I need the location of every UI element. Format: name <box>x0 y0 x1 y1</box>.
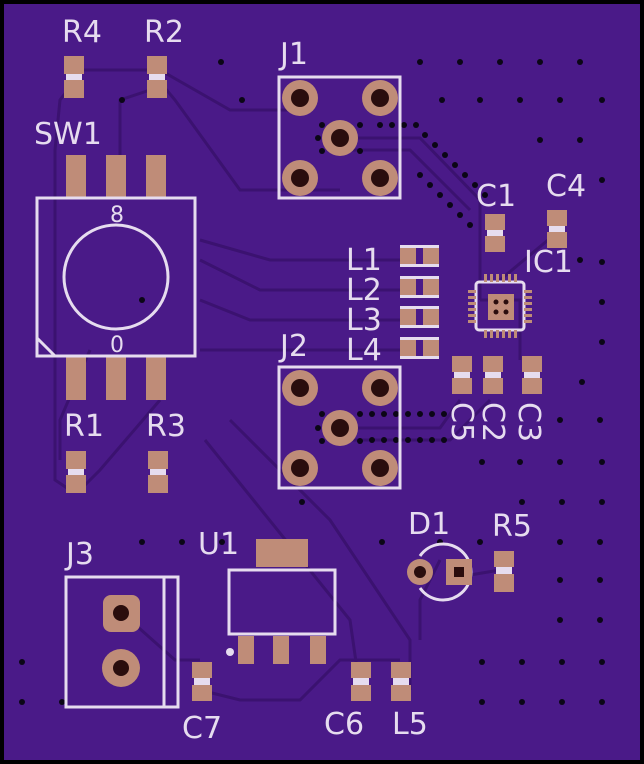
j3-connector[interactable]: J3 <box>64 537 180 709</box>
r5-label: R5 <box>492 509 532 544</box>
r4-label: R4 <box>62 15 102 50</box>
l2-label: L2 <box>346 273 382 308</box>
c7-label: C7 <box>182 711 222 746</box>
l5-label: L5 <box>392 707 428 742</box>
j1-connector[interactable]: J1 <box>277 37 402 200</box>
r2-resistor[interactable]: R2 <box>144 15 184 98</box>
ic1-chip[interactable]: IC1 <box>468 245 573 338</box>
l1-inductor[interactable]: L1 <box>346 243 439 278</box>
c5-label: C5 <box>444 402 479 442</box>
c6-capacitor[interactable]: C6 <box>324 662 371 742</box>
j3-label: J3 <box>64 537 94 572</box>
l3-inductor[interactable]: L3 <box>346 303 439 338</box>
c3-capacitor[interactable]: C3 <box>511 356 546 442</box>
c1-label: C1 <box>476 179 516 214</box>
sw1-position-8: 8 <box>110 203 124 228</box>
r1-label: R1 <box>64 409 104 444</box>
c6-label: C6 <box>324 707 364 742</box>
d1-label: D1 <box>408 507 450 542</box>
c1-capacitor[interactable]: C1 <box>476 179 516 252</box>
c2-capacitor[interactable]: C2 <box>475 356 510 442</box>
r3-label: R3 <box>146 409 186 444</box>
vias <box>19 59 605 705</box>
traces <box>53 68 561 702</box>
r2-label: R2 <box>144 15 184 50</box>
l5-inductor[interactable]: L5 <box>391 662 428 742</box>
c7-capacitor[interactable]: C7 <box>182 662 222 746</box>
r3-resistor[interactable]: R3 <box>146 409 186 493</box>
c2-label: C2 <box>475 402 510 442</box>
u1-regulator[interactable]: U1 <box>198 527 337 664</box>
r1-resistor[interactable]: R1 <box>64 409 104 493</box>
c3-label: C3 <box>511 402 546 442</box>
l2-inductor[interactable]: L2 <box>346 273 439 308</box>
c4-capacitor[interactable]: C4 <box>546 169 586 248</box>
c5-capacitor[interactable]: C5 <box>444 356 479 442</box>
l4-label: L4 <box>346 333 382 368</box>
sw1-position-0: 0 <box>110 333 124 358</box>
r4-resistor[interactable]: R4 <box>62 15 102 98</box>
l4-inductor[interactable]: L4 <box>346 333 439 368</box>
ic1-label: IC1 <box>524 245 573 280</box>
r5-resistor[interactable]: R5 <box>492 509 532 592</box>
l3-label: L3 <box>346 303 382 338</box>
c4-label: C4 <box>546 169 586 204</box>
j1-label: J1 <box>278 37 308 72</box>
l1-label: L1 <box>346 243 382 278</box>
d1-led[interactable]: D1 <box>407 507 473 602</box>
sw1-label: SW1 <box>34 117 102 152</box>
u1-label: U1 <box>198 527 239 562</box>
sw1-switch[interactable]: 8 0 SW1 <box>34 117 197 400</box>
j2-connector[interactable]: J2 <box>277 329 402 490</box>
j2-label: J2 <box>278 329 308 364</box>
